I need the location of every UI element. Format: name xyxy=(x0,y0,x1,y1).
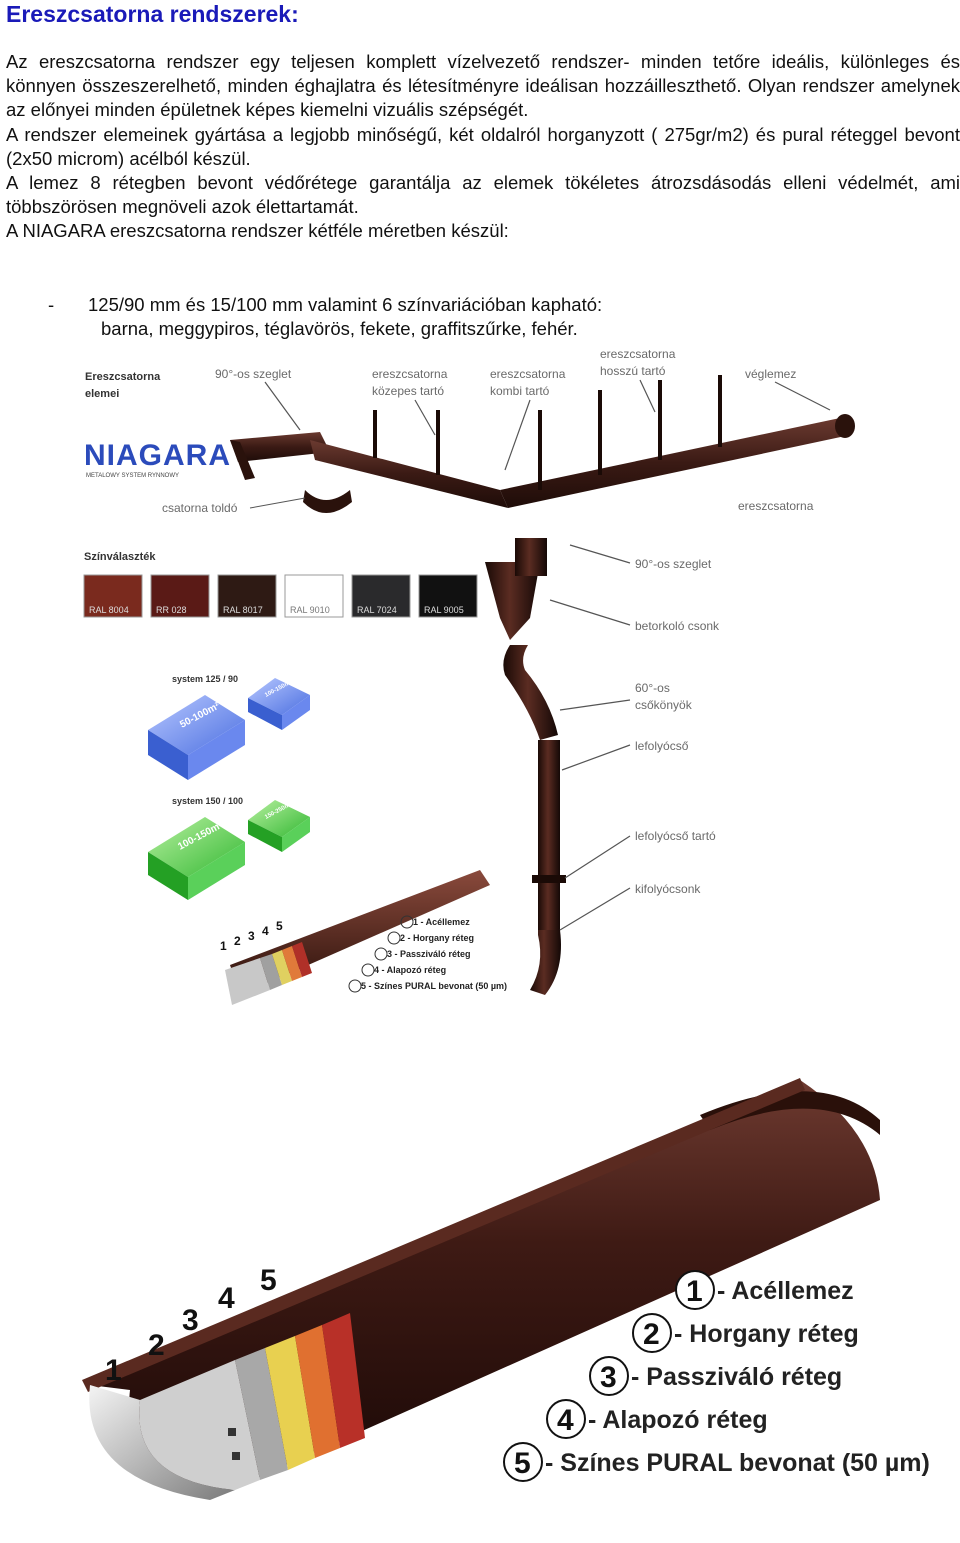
small-layer-number: 2 xyxy=(234,934,241,948)
layer-circle-number: 2 xyxy=(643,1318,660,1351)
small-layer-circle xyxy=(361,963,375,977)
niagara-logo: NIAGARA xyxy=(84,439,231,472)
label-90-corner-right: 90°-os szeglet xyxy=(635,557,712,571)
small-layer-label: 1 - Acéllemez xyxy=(413,917,470,927)
system-125-houses: 50-100m² 100-150m² xyxy=(148,678,310,780)
intro-text: Az ereszcsatorna rendszer egy teljesen k… xyxy=(6,50,960,244)
label-pipe-clamp: lefolyócső tartó xyxy=(635,829,716,843)
color-swatch xyxy=(351,574,411,618)
layer-circle xyxy=(589,1356,629,1396)
layer-label: - Színes PURAL bevonat (50 µm) xyxy=(545,1449,930,1477)
color-options-heading: Színválaszték xyxy=(84,551,156,563)
layer-label: - Acéllemez xyxy=(717,1277,854,1305)
color-swatch xyxy=(217,574,277,618)
layer-number: 5 xyxy=(260,1264,277,1297)
label-elbow-2: csőkönyök xyxy=(635,698,693,712)
gutter-assembly xyxy=(230,375,855,513)
layer-circle xyxy=(632,1313,672,1353)
label-combi-hanger-2: kombi tartó xyxy=(490,384,550,398)
layer-circle-number: 1 xyxy=(686,1275,703,1308)
color-swatch xyxy=(418,574,478,618)
small-layer-circle xyxy=(400,915,414,929)
paragraph-coating: A lemez 8 rétegben bevont védőrétege gar… xyxy=(6,172,960,218)
layer-number: 2 xyxy=(148,1329,165,1362)
layer-circle-number: 5 xyxy=(514,1447,531,1480)
color-swatch-label: RAL 9010 xyxy=(290,605,330,615)
layer-number: 3 xyxy=(182,1304,199,1337)
small-layer-label: 5 - Színes PURAL bevonat (50 µm) xyxy=(361,981,507,991)
elements-heading: Ereszcsatorna xyxy=(85,371,161,383)
color-swatch xyxy=(150,574,210,618)
layer-circle-number: 3 xyxy=(600,1361,617,1394)
color-swatches: RAL 8004 RR 028 RAL 8017 RAL 9010 RAL 7024 RA… xyxy=(83,574,478,618)
label-gutter-joiner: csatorna toldó xyxy=(162,501,238,515)
layer-circle-number: 4 xyxy=(557,1404,574,1437)
color-swatch-label: RAL 9005 xyxy=(424,605,464,615)
color-swatch-label: RAL 8004 xyxy=(89,605,129,615)
layer-label: - Horgany réteg xyxy=(674,1320,859,1348)
paragraph-material: A rendszer elemeinek gyártása a legjobb … xyxy=(6,123,960,169)
small-layer-number: 1 xyxy=(220,939,227,953)
label-middle-hanger-1: ereszcsatorna xyxy=(372,367,448,381)
label-long-hanger-1: ereszcsatorna xyxy=(600,347,676,361)
niagara-logo-sub: METALOWY SYSTEM RYNNOWY xyxy=(86,473,179,479)
small-layer-circle xyxy=(387,931,401,945)
layer-circle xyxy=(675,1270,715,1310)
system-150-houses: 100-150m² 150-250m² xyxy=(148,800,310,900)
elements-heading-2: elemei xyxy=(85,388,119,400)
layer-circle xyxy=(546,1399,586,1439)
paragraph-intro: Az ereszcsatorna rendszer egy teljesen k… xyxy=(6,51,960,121)
layer-number: 1 xyxy=(105,1354,122,1387)
layer-number: 4 xyxy=(218,1282,235,1315)
gutter-elements-diagram: Ereszcsatorna elemei NIAGARA METALOWY SY… xyxy=(83,347,855,1005)
layer-circle xyxy=(503,1442,543,1482)
label-90-corner-top: 90°-os szeglet xyxy=(215,367,292,381)
small-layer-circle xyxy=(374,947,388,961)
small-layer-number: 4 xyxy=(262,924,269,938)
color-swatch xyxy=(83,574,143,618)
big-gutter xyxy=(82,1078,880,1500)
label-outlet-shoe: kifolyócsonk xyxy=(635,882,701,896)
label-gutter: ereszcsatorna xyxy=(738,499,814,513)
list-item-colors: barna, meggypiros, téglavörös, fekete, g… xyxy=(101,318,578,339)
label-combi-hanger-1: ereszcsatorna xyxy=(490,367,566,381)
system-150-label: system 150 / 100 xyxy=(172,796,243,806)
paragraph-sizes: A NIAGARA ereszcsatorna rendszer kétféle… xyxy=(6,220,509,242)
list-item-sizes: 125/90 mm és 15/100 mm valamint 6 színva… xyxy=(88,294,603,315)
small-layer-number: 3 xyxy=(248,929,255,943)
downpipe-assembly xyxy=(485,538,566,995)
color-swatch xyxy=(284,574,344,618)
color-swatch-label: RR 028 xyxy=(156,605,187,615)
label-middle-hanger-2: közepes tartó xyxy=(372,384,444,398)
color-swatch-label: RAL 7024 xyxy=(357,605,397,615)
small-layer-gutter xyxy=(225,870,490,1005)
small-layer-label: 2 - Horgany réteg xyxy=(400,933,474,943)
small-layer-label: 4 - Alapozó réteg xyxy=(374,965,446,975)
layer-label: - Alapozó réteg xyxy=(588,1406,768,1434)
small-layer-circle xyxy=(348,979,362,993)
label-long-hanger-2: hosszú tartó xyxy=(600,364,666,378)
label-downpipe: lefolyócső xyxy=(635,739,689,753)
label-outlet: betorkoló csonk xyxy=(635,619,720,633)
system-125-label: system 125 / 90 xyxy=(172,674,238,684)
layer-label: - Passziváló réteg xyxy=(631,1363,842,1391)
label-elbow-1: 60°-os xyxy=(635,681,670,695)
label-end-cap: véglemez xyxy=(745,367,796,381)
color-swatch-label: RAL 8017 xyxy=(223,605,263,615)
small-layer-label: 3 - Passziváló réteg xyxy=(387,949,471,959)
list-dash: - xyxy=(48,294,55,315)
small-layer-number: 5 xyxy=(276,919,283,933)
page-title: Ereszcsatorna rendszerek: xyxy=(6,1,299,27)
